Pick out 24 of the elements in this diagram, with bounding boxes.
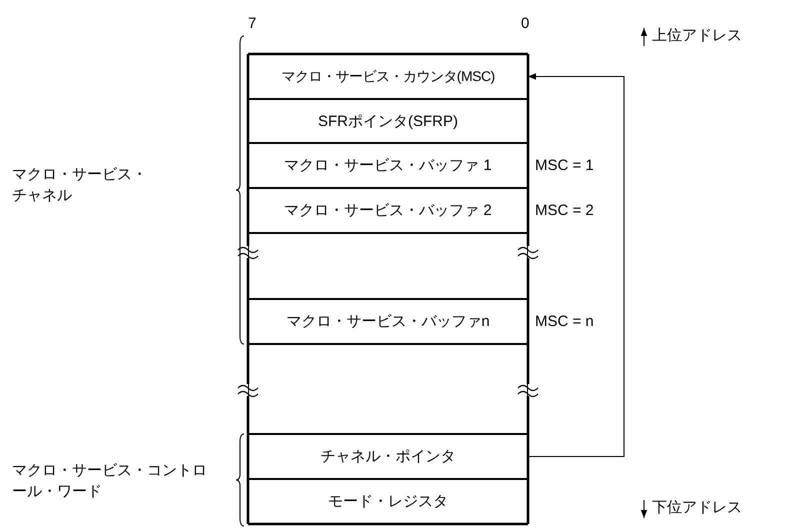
- bit-label: 7: [248, 14, 256, 33]
- cell-label: モード・レジスタ: [328, 492, 448, 511]
- memory-cell: [248, 99, 528, 143]
- cell-label: マクロ・サービス・バッファ 1: [284, 156, 492, 175]
- memory-cell: [248, 299, 528, 344]
- memory-cell: [248, 188, 528, 233]
- cell-label: マクロ・サービス・バッファ 2: [284, 201, 492, 220]
- empty-memory-cell: [248, 344, 528, 434]
- address-label: 下位アドレス: [652, 498, 742, 517]
- value-label: MSC = 2: [535, 200, 594, 220]
- arrow: [528, 73, 624, 457]
- address-label: 上位アドレス: [652, 26, 742, 45]
- bit-label: 0: [521, 14, 530, 33]
- memory-cell: [248, 143, 528, 188]
- cell-label: チャネル・ポインタ: [320, 447, 456, 466]
- memory-cell: [248, 434, 528, 479]
- group-label: マクロ・サービス・チャネル: [12, 165, 148, 206]
- cell-label: マクロ・サービス・バッファn: [286, 312, 490, 331]
- group-label: マクロ・サービス・コントロール・ワード: [12, 461, 208, 502]
- cell-label: SFRポインタ(SFRP): [318, 112, 458, 130]
- value-label: MSC = 1: [535, 156, 594, 174]
- cell-label: マクロ・サービス・カウンタ(MSC): [281, 68, 495, 86]
- empty-memory-cell: [248, 233, 528, 299]
- value-label: MSC = n: [535, 312, 594, 330]
